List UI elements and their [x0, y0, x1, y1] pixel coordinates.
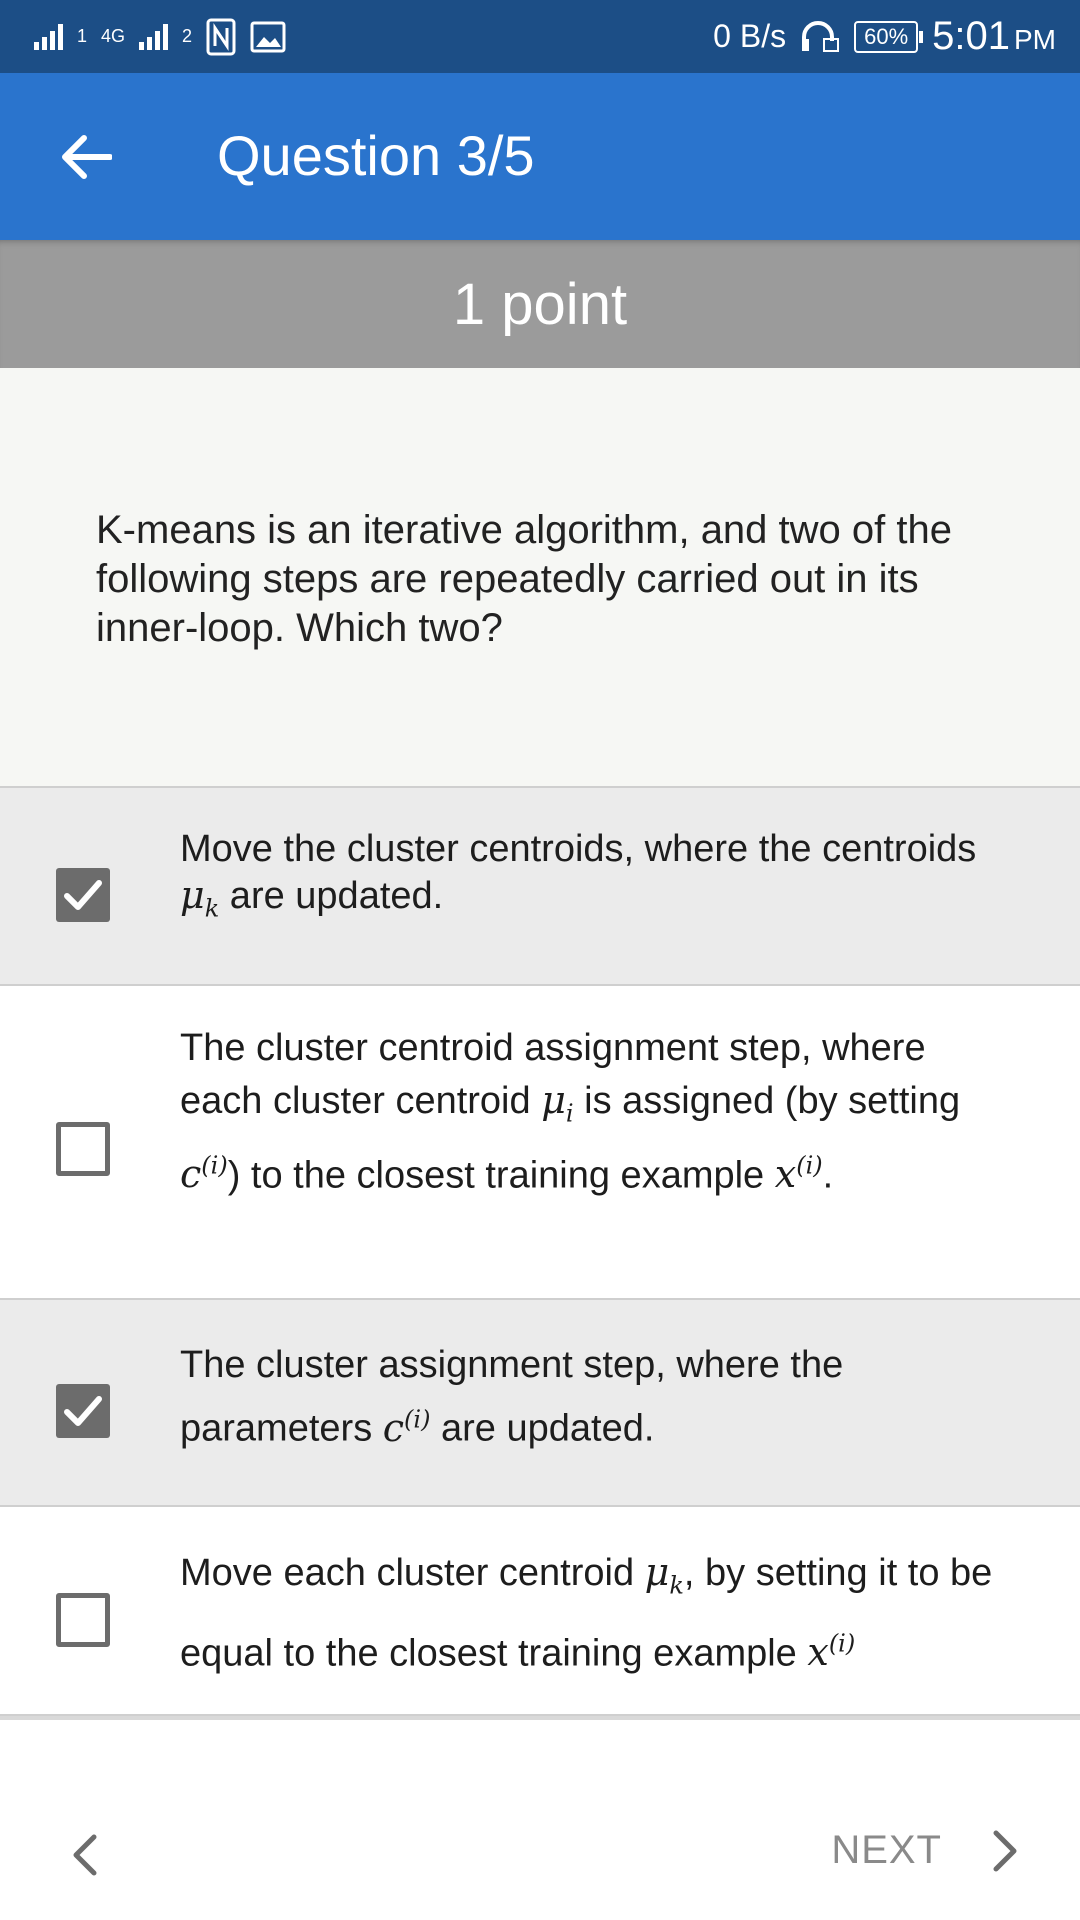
math-var: μ — [180, 873, 205, 917]
math-sub: k — [669, 1571, 684, 1600]
clock-time: 5:01 — [932, 14, 1010, 58]
math-sub: k — [204, 894, 220, 923]
math-var: μ — [644, 1550, 670, 1594]
option-text-part: are updated. — [430, 1407, 655, 1450]
checkbox-checked[interactable] — [56, 868, 110, 922]
option-text-part: ) to the closest training example — [227, 1154, 775, 1197]
math-sup: (i) — [201, 1151, 228, 1180]
math-sup: (i) — [404, 1405, 431, 1433]
math-mu: μi — [541, 1078, 573, 1128]
checkbox-unchecked[interactable] — [56, 1593, 110, 1647]
chevron-left-icon — [73, 1834, 97, 1876]
headset-icon — [802, 20, 840, 52]
answer-option-3[interactable]: The cluster assignment step, where the p… — [0, 1298, 1080, 1505]
next-label: NEXT — [831, 1828, 942, 1872]
back-button[interactable] — [50, 121, 122, 193]
arrow-left-icon — [62, 135, 112, 179]
signal-icon — [139, 23, 169, 50]
battery-icon: 60% — [854, 20, 924, 53]
signal-icon — [34, 23, 63, 50]
math-mu: μk — [644, 1550, 684, 1600]
math-x: x(i) — [807, 1629, 856, 1675]
math-var: c — [382, 1405, 405, 1450]
question-text: K-means is an iterative algorithm, and t… — [96, 508, 952, 650]
clock-ampm: PM — [1014, 24, 1056, 55]
image-icon — [250, 21, 286, 52]
next-button[interactable]: NEXT — [831, 1828, 1020, 1873]
math-var: c — [180, 1152, 202, 1197]
option-text: Move each cluster centroid μk, by settin… — [180, 1543, 1010, 1682]
math-var: x — [774, 1152, 797, 1197]
points-label: 1 point — [452, 271, 628, 337]
nfc-icon — [206, 18, 236, 55]
math-mu: μk — [180, 873, 219, 923]
option-text-part: are updated. — [219, 875, 444, 917]
checkbox-unchecked[interactable] — [56, 1122, 110, 1176]
checkmark-icon — [64, 880, 102, 910]
math-var: x — [807, 1630, 829, 1675]
status-left: 1 4G 2 — [34, 18, 286, 56]
option-text-part: Move the cluster centroids, where the ce… — [180, 828, 977, 870]
page-title: Question 3/5 — [217, 124, 535, 187]
math-sub: i — [565, 1099, 574, 1128]
points-banner: 1 point — [0, 240, 1080, 368]
answer-option-4[interactable]: Move each cluster centroid μk, by settin… — [0, 1505, 1080, 1716]
math-sup: (i) — [828, 1629, 856, 1658]
math-c: c(i) — [382, 1405, 431, 1450]
math-var: μ — [541, 1078, 566, 1122]
math-sup: (i) — [796, 1151, 823, 1180]
math-c: c(i) — [180, 1151, 228, 1197]
option-text: The cluster centroid assignment step, wh… — [180, 1022, 1010, 1201]
checkmark-icon — [64, 1396, 102, 1426]
sim2-label: 2 — [182, 26, 193, 46]
chevron-right-icon — [993, 1830, 1017, 1871]
option-text: The cluster assignment step, where the p… — [180, 1338, 1010, 1456]
previous-button[interactable] — [60, 1830, 110, 1880]
question-panel: K-means is an iterative algorithm, and t… — [0, 368, 1080, 786]
net-speed: 0 B/s — [713, 18, 787, 54]
option-text-part: Move each cluster centroid — [180, 1552, 645, 1594]
option-text-part: . — [822, 1154, 834, 1197]
bottom-navigation: NEXT — [0, 1720, 1080, 1920]
answer-option-1[interactable]: Move the cluster centroids, where the ce… — [0, 786, 1080, 984]
option-text-part: The cluster centroid assignment step, wh… — [180, 1027, 926, 1122]
answer-option-2[interactable]: The cluster centroid assignment step, wh… — [0, 984, 1080, 1298]
math-x: x(i) — [774, 1151, 823, 1197]
network-type: 4G — [101, 26, 126, 46]
checkbox-checked[interactable] — [56, 1384, 110, 1438]
app-bar: Question 3/5 — [0, 73, 1080, 240]
sim1-label: 1 — [77, 26, 88, 46]
option-text-part: , by setting it to be equal to the close… — [180, 1552, 993, 1675]
option-text: Move the cluster centroids, where the ce… — [180, 826, 1010, 932]
bottom-divider — [0, 1716, 1080, 1720]
option-text-part: is assigned (by setting — [573, 1080, 961, 1122]
option-text-part: The cluster assignment step, where the p… — [180, 1344, 844, 1450]
